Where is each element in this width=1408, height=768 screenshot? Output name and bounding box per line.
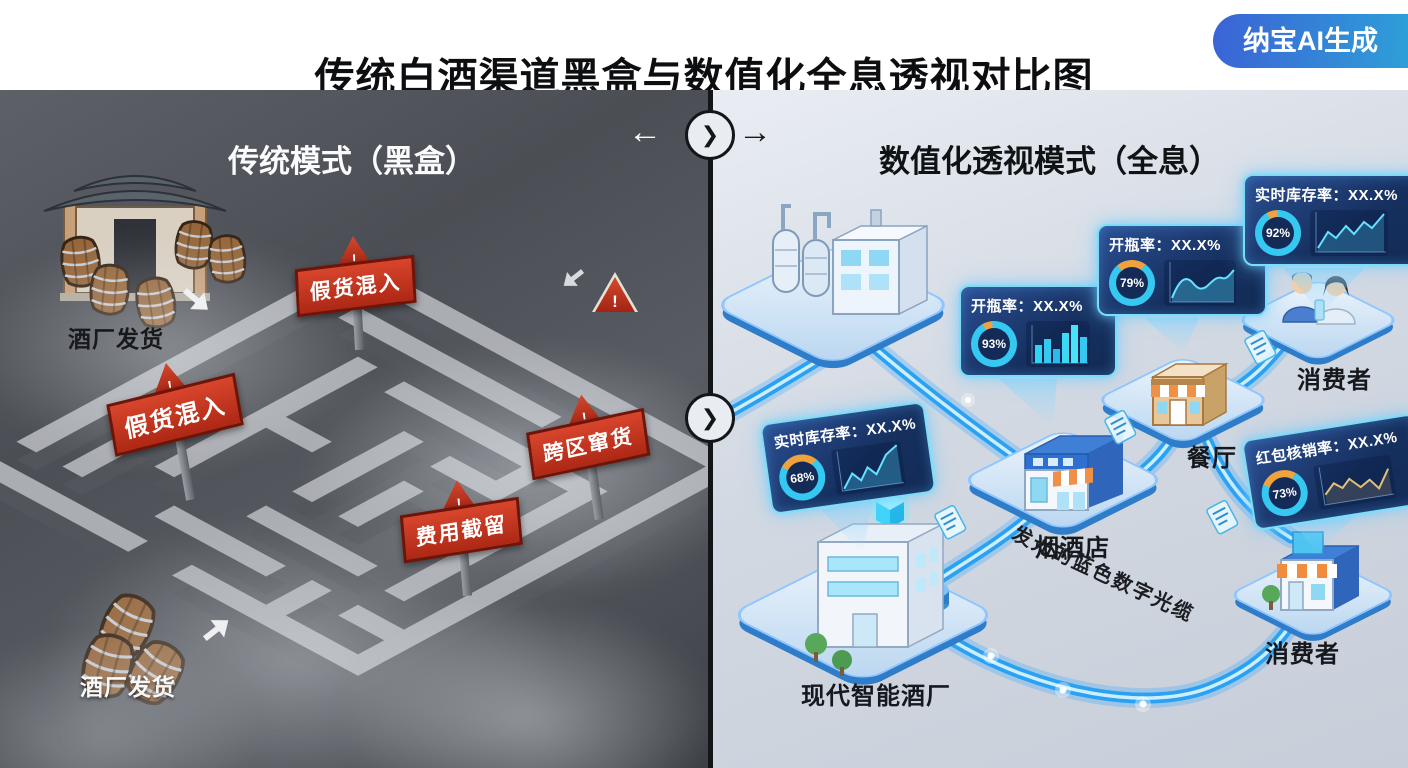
metric-title: 实时库存率：XX.X% — [1255, 187, 1399, 204]
metric-panel-open-rate-79: 开瓶率：XX.X% 79% — [1097, 224, 1267, 316]
donut-percent: 93% — [981, 337, 1007, 351]
shipping-label-bottom: 酒厂发货 — [80, 674, 176, 700]
chevron-circle-top-icon: ❯ — [685, 110, 735, 160]
metric-panel-inventory-68: 实时库存率：XX.X% 68% — [759, 400, 937, 516]
line-chart — [1310, 210, 1388, 256]
sign-board: 假货混入 — [294, 254, 417, 318]
donut-percent: 92% — [1265, 226, 1291, 240]
chevron-circle-middle-icon: ❯ — [685, 393, 735, 443]
warning-sign-fake-goods-1: ! 假货混入 — [293, 233, 419, 353]
bar-chart — [1026, 321, 1090, 367]
label-consumer-bottom: 消费者 — [1265, 641, 1340, 668]
left-panel-title: 传统模式（黑盒） — [228, 143, 476, 179]
warning-sign-cross-region: ! 跨区窜货 — [522, 386, 658, 527]
network-scene — [713, 204, 1395, 712]
label-consumer-top: 消费者 — [1297, 367, 1372, 394]
warning-mark: ! — [612, 292, 618, 311]
donut-chart: 92% — [1255, 210, 1301, 256]
metric-panel-open-rate-93: 开瓶率：XX.X% 93% — [959, 285, 1117, 377]
metric-panel-redpacket-73: 红包核销率：XX.X% 73% — [1240, 412, 1408, 532]
sign-post — [458, 551, 472, 597]
restaurant-building — [1150, 362, 1229, 427]
sign-post — [586, 465, 604, 521]
area-chart — [1164, 260, 1236, 306]
donut-percent: 79% — [1119, 276, 1145, 290]
consumer-store-building — [1262, 531, 1360, 611]
liquor-store-building — [1024, 435, 1124, 511]
flow-arrow-right — [558, 264, 588, 293]
metric-title: 开瓶率：XX.X% — [971, 298, 1084, 315]
metric-title: 开瓶率：XX.X% — [1109, 237, 1222, 254]
donut-percent: 68% — [789, 468, 816, 487]
sign-board: 费用截留 — [399, 496, 523, 564]
donut-chart: 79% — [1109, 260, 1155, 306]
right-panel-title: 数值化透视模式（全息） — [879, 143, 1220, 179]
shipping-label-top: 酒厂发货 — [68, 326, 164, 352]
warning-sign-fake-goods-2: ! 假货混入 — [101, 352, 255, 512]
sign-post — [352, 307, 364, 351]
ai-generated-badge: 纳宝AI生成 — [1213, 14, 1408, 68]
metric-panel-inventory-92: 实时库存率：XX.X% 92% — [1243, 174, 1408, 266]
donut-chart: 73% — [1258, 466, 1312, 520]
donut-chart: 68% — [776, 451, 829, 504]
left-arrow-icon: ← — [628, 113, 662, 151]
right-arrow-icon: → — [738, 113, 772, 151]
cable-glow-nodes — [961, 393, 1151, 712]
donut-chart: 93% — [971, 321, 1017, 367]
label-restaurant: 餐厅 — [1187, 445, 1237, 472]
traditional-panel: 传统模式（黑盒） 酒厂发货 酒厂发货 ! 假货混入 ! 假货混入 ! 跨区窜货 … — [0, 90, 709, 768]
label-liquor-store: 烟酒店 — [1035, 535, 1110, 562]
distillery-building — [772, 204, 928, 316]
digital-panel: 数值化透视模式（全息） 开瓶率：XX.X% 93% 实时库存率：XX.X% — [713, 90, 1408, 768]
gold-line-chart — [1312, 454, 1397, 510]
label-smart-factory: 现代智能酒厂 — [801, 683, 951, 710]
sign-post — [174, 438, 195, 501]
warning-sign-fee-interception: ! 费用截留 — [397, 475, 527, 601]
line-chart — [830, 440, 907, 496]
donut-percent: 73% — [1271, 484, 1298, 502]
